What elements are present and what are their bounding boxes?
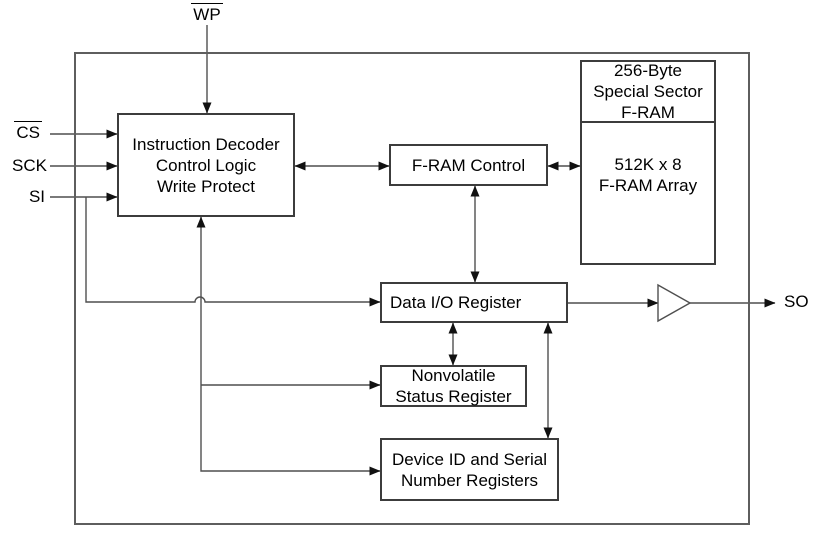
sck-pin-label: SCK [0, 156, 47, 176]
fram-array-block: 512K x 8 F-RAM Array [580, 121, 716, 265]
instruction-decoder-block: Instruction Decoder Control Logic Write … [117, 113, 295, 217]
block-text-line: Number Registers [401, 470, 538, 490]
si-pin-text: SI [28, 187, 45, 206]
cs-pin-label: CS [0, 121, 42, 143]
device-id-registers-block: Device ID and Serial Number Registers [380, 438, 559, 501]
block-text-line: F-RAM Control [411, 155, 526, 175]
block-text-line: F-RAM Array [598, 176, 698, 195]
cs-pin-text: CS [14, 121, 42, 142]
block-text-line: Special Sector [593, 82, 703, 101]
so-pin-label: SO [784, 292, 809, 312]
output-buffer-triangle-icon [657, 283, 692, 323]
block-text-line: Write Protect [157, 176, 255, 196]
wp-pin-label: WP [185, 3, 229, 25]
block-text-line: 512K x 8 [614, 155, 682, 174]
si-pin-label: SI [0, 187, 45, 207]
block-text-line: Instruction Decoder [132, 134, 280, 154]
block-text-line: Data I/O Register [390, 293, 522, 312]
block-text-line: Nonvolatile [411, 366, 496, 385]
nonvolatile-status-register-block: Nonvolatile Status Register [380, 365, 527, 407]
so-pin-text: SO [784, 292, 809, 311]
decoder-to-device-id-wire [196, 216, 381, 476]
block-text-line: F-RAM [621, 103, 675, 122]
block-text-line: Status Register [395, 387, 512, 406]
block-text-line: 256-Byte [613, 61, 683, 80]
block-text-line: Device ID and Serial [392, 449, 547, 469]
sck-pin-text: SCK [12, 156, 47, 175]
fram-control-block: F-RAM Control [389, 144, 548, 186]
wp-pin-text: WP [191, 3, 223, 24]
special-sector-block: 256-Byte Special Sector F-RAM [580, 60, 716, 123]
block-text-line: Control Logic [155, 155, 257, 175]
data-io-register-block: Data I/O Register [380, 282, 568, 323]
